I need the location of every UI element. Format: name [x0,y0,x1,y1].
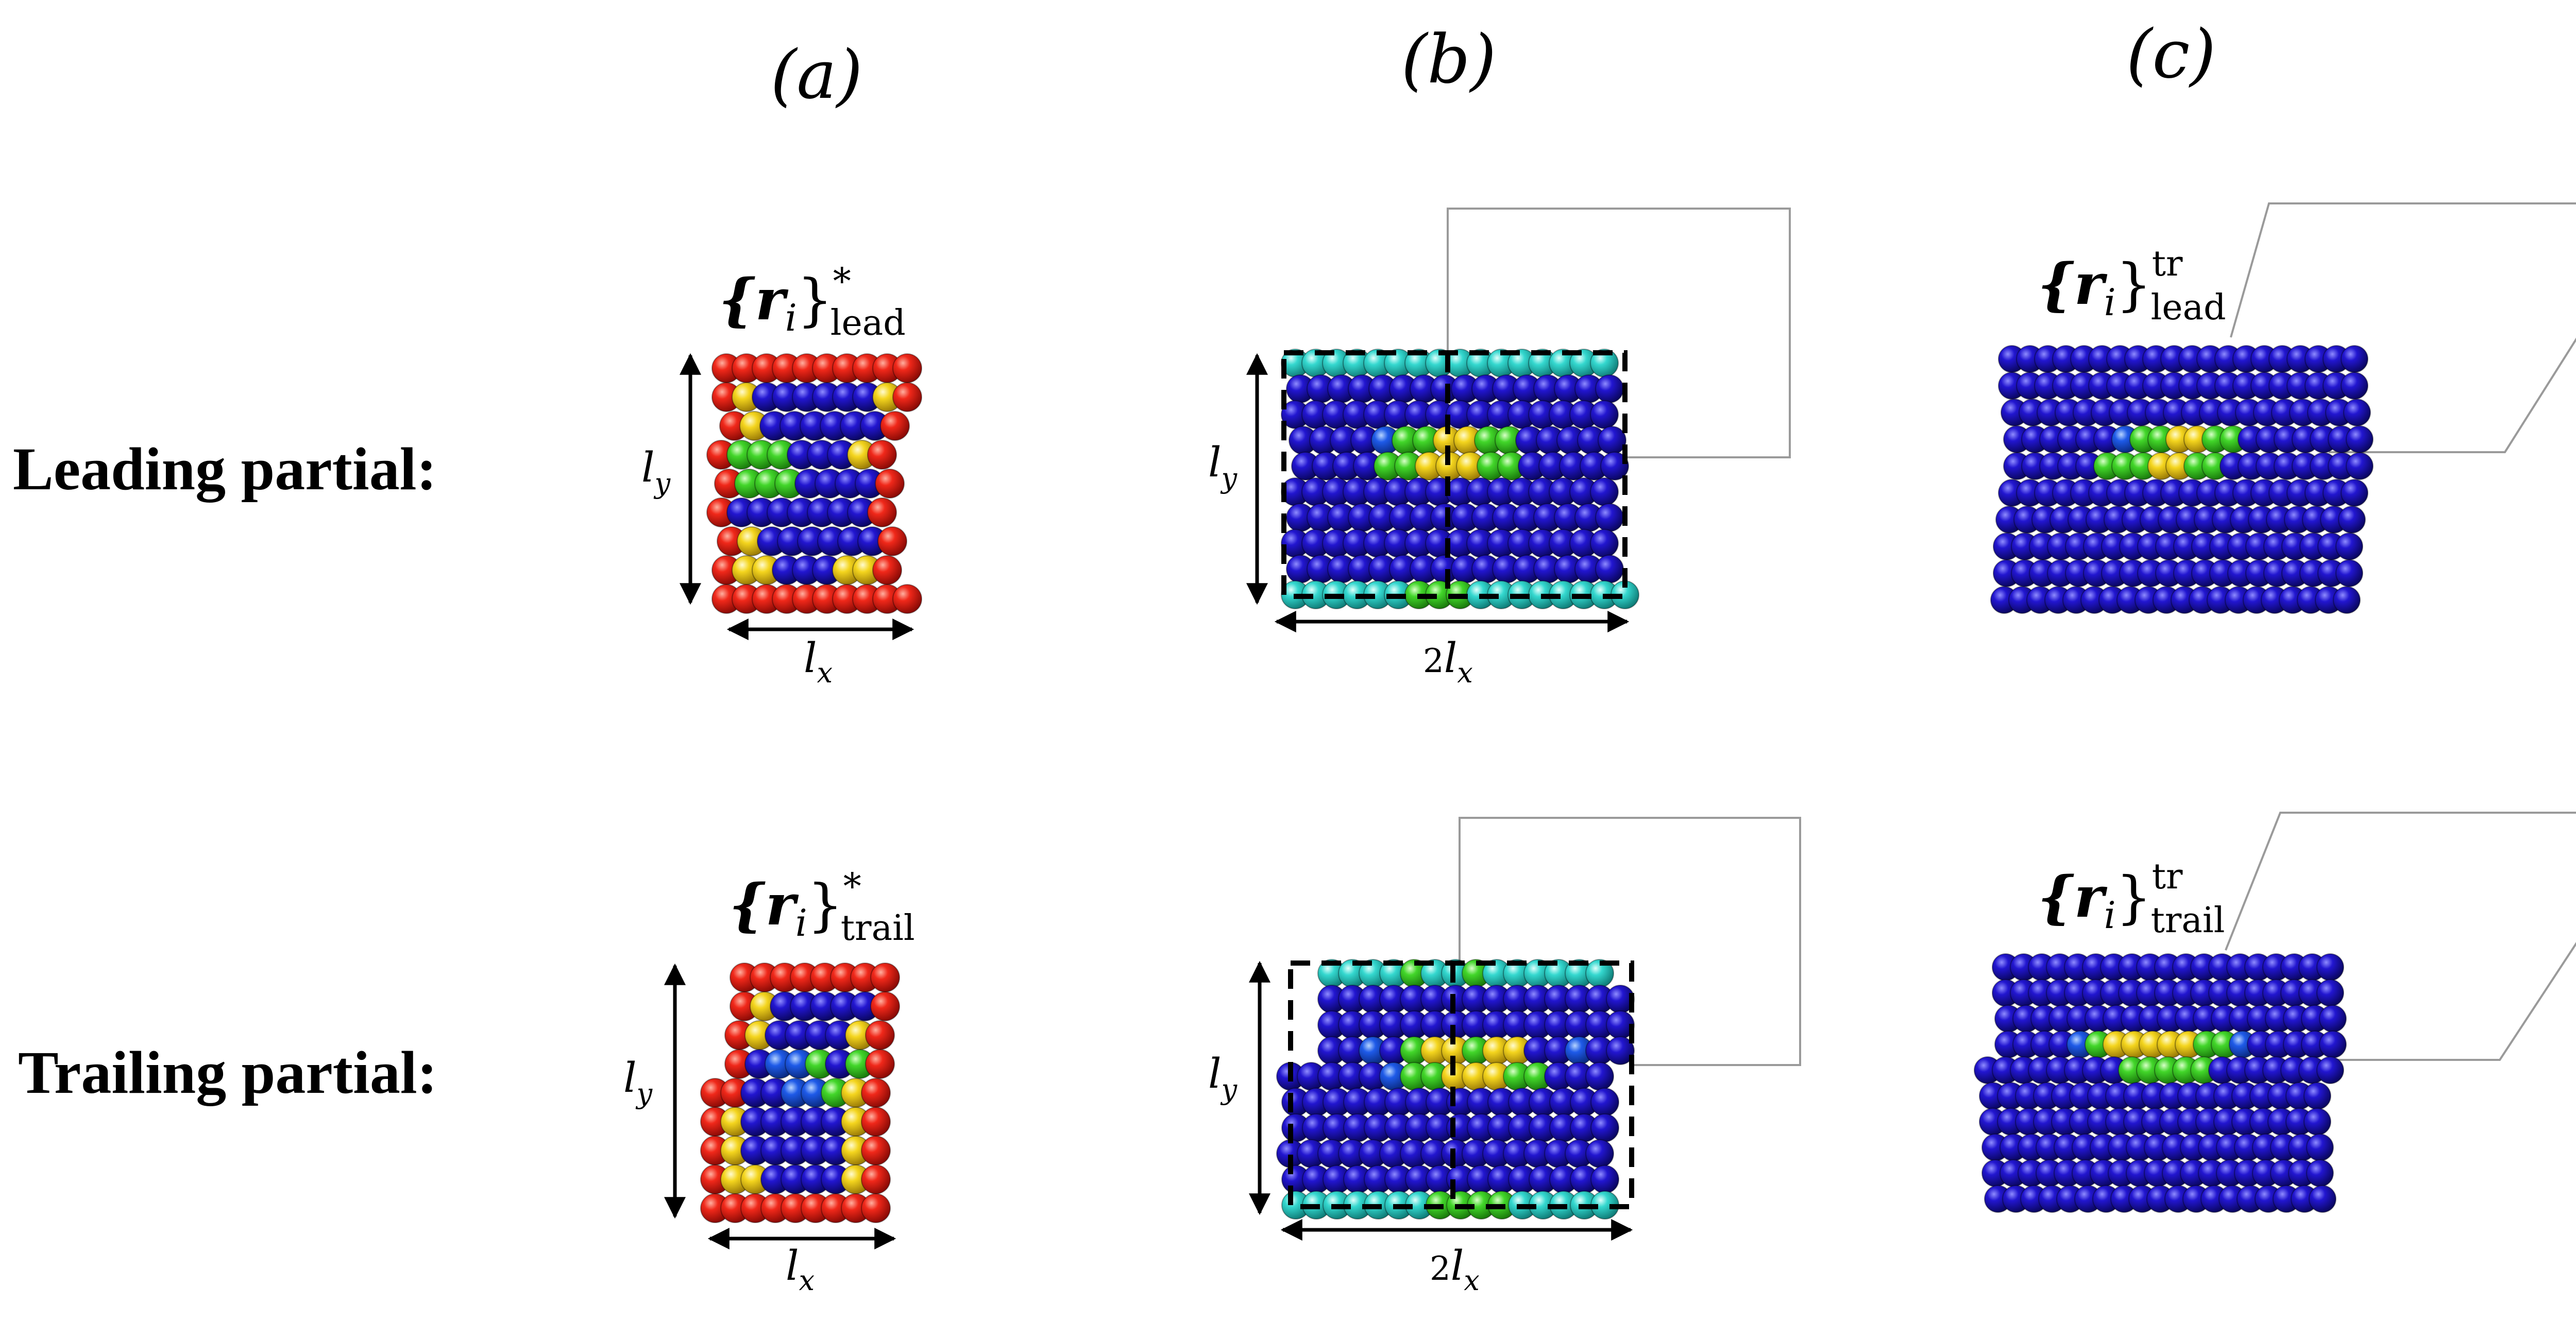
blue-atom [2341,479,2368,507]
red-atom [870,991,900,1021]
label-ly-a-trail: ly [623,1054,653,1110]
blue-atom [2346,425,2374,453]
label-lx-a-lead: lx [804,634,833,689]
red-atom [865,1020,895,1050]
blue-atom [1598,426,1626,455]
label-lx-a-trail: lx [786,1242,815,1297]
blue-atom [2316,953,2344,981]
blue-atom [1600,452,1629,481]
blue-atom [2316,979,2344,1007]
red-atom [861,1193,891,1223]
atom-cluster-c-trailing [1974,953,2347,1213]
blue-atom [2303,1108,2331,1136]
atom-cluster-a-trailing [700,963,900,1223]
dimension-arrows [664,353,1633,1249]
label-ly-a-lead: ly [641,443,671,500]
blue-atom [2333,586,2361,614]
atom-cluster-b-leading [1281,349,1639,609]
blue-atom [2309,1185,2336,1213]
red-atom [892,382,922,412]
blue-atom [2341,345,2368,373]
label-ly-b-trail: ly [1208,1050,1238,1106]
red-atom [867,497,897,527]
red-atom [861,1164,891,1194]
red-atom [870,963,900,992]
blue-atom [1585,1139,1614,1168]
blue-atom [1590,1165,1619,1194]
blue-atom [1590,529,1619,558]
cell-outlines [1447,202,2576,1066]
blue-atom [2343,399,2371,426]
row-label-leading: Leading partial: [13,435,437,503]
blue-atom [2341,372,2368,400]
red-atom [865,1049,895,1079]
blue-atom [2346,452,2374,480]
red-atom [861,1107,891,1137]
cell-outline-c-lead [2230,202,2576,453]
blue-atom [1590,1113,1619,1142]
panel-letter-b: (b) [1401,20,1497,98]
blue-atom [2316,1056,2344,1084]
red-atom [877,526,907,556]
label-ly-b-lead: ly [1208,438,1238,494]
blue-atom [2335,559,2363,587]
panel-letter-c: (c) [2126,15,2216,93]
label-2lx-b-trail: 2lx [1430,1242,1480,1297]
cell-outline-b-lead [1447,208,1791,458]
red-atom [875,469,905,499]
set-label-trail-star: {ri}*trail [729,865,915,949]
cell-outline-c-trail [2225,812,2576,1061]
atom-cluster-a-leading [706,353,922,614]
red-atom [872,555,902,585]
blue-atom [1606,1036,1635,1065]
atom-cluster-c-leading [1990,345,2374,614]
blue-atom [2306,1159,2334,1187]
blue-atom [2335,533,2363,560]
label-2lx-b-lead: 2lx [1423,634,1473,689]
set-label-lead-star: {ri}*lead [719,260,906,344]
blue-atom [1595,503,1624,532]
red-atom [880,411,910,441]
row-label-trailing: Trailing partial: [18,1039,437,1106]
blue-atom [1595,374,1624,403]
dashed-boxes [1281,350,1634,1209]
blue-atom [2338,506,2366,534]
blue-atom [2319,1031,2347,1058]
red-atom [892,353,922,383]
atom-cluster-b-trailing [1276,959,1635,1220]
red-atom [867,440,897,470]
dashed-box-b-lead [1281,350,1628,599]
cell-outline-b-trail [1459,817,1801,1066]
panel-letter-a: (a) [771,36,863,114]
blue-atom [2319,1005,2347,1033]
blue-atom [1595,555,1624,584]
dashed-box-b-trail [1288,960,1634,1209]
blue-atom [1590,400,1619,429]
blue-atom [2303,1082,2331,1110]
red-atom [861,1078,891,1108]
red-atom [892,584,922,614]
blue-atom [1590,1088,1619,1117]
blue-atom [1590,477,1619,506]
blue-atom [2306,1134,2334,1161]
red-atom [861,1136,891,1165]
blue-atom [1585,1062,1614,1091]
